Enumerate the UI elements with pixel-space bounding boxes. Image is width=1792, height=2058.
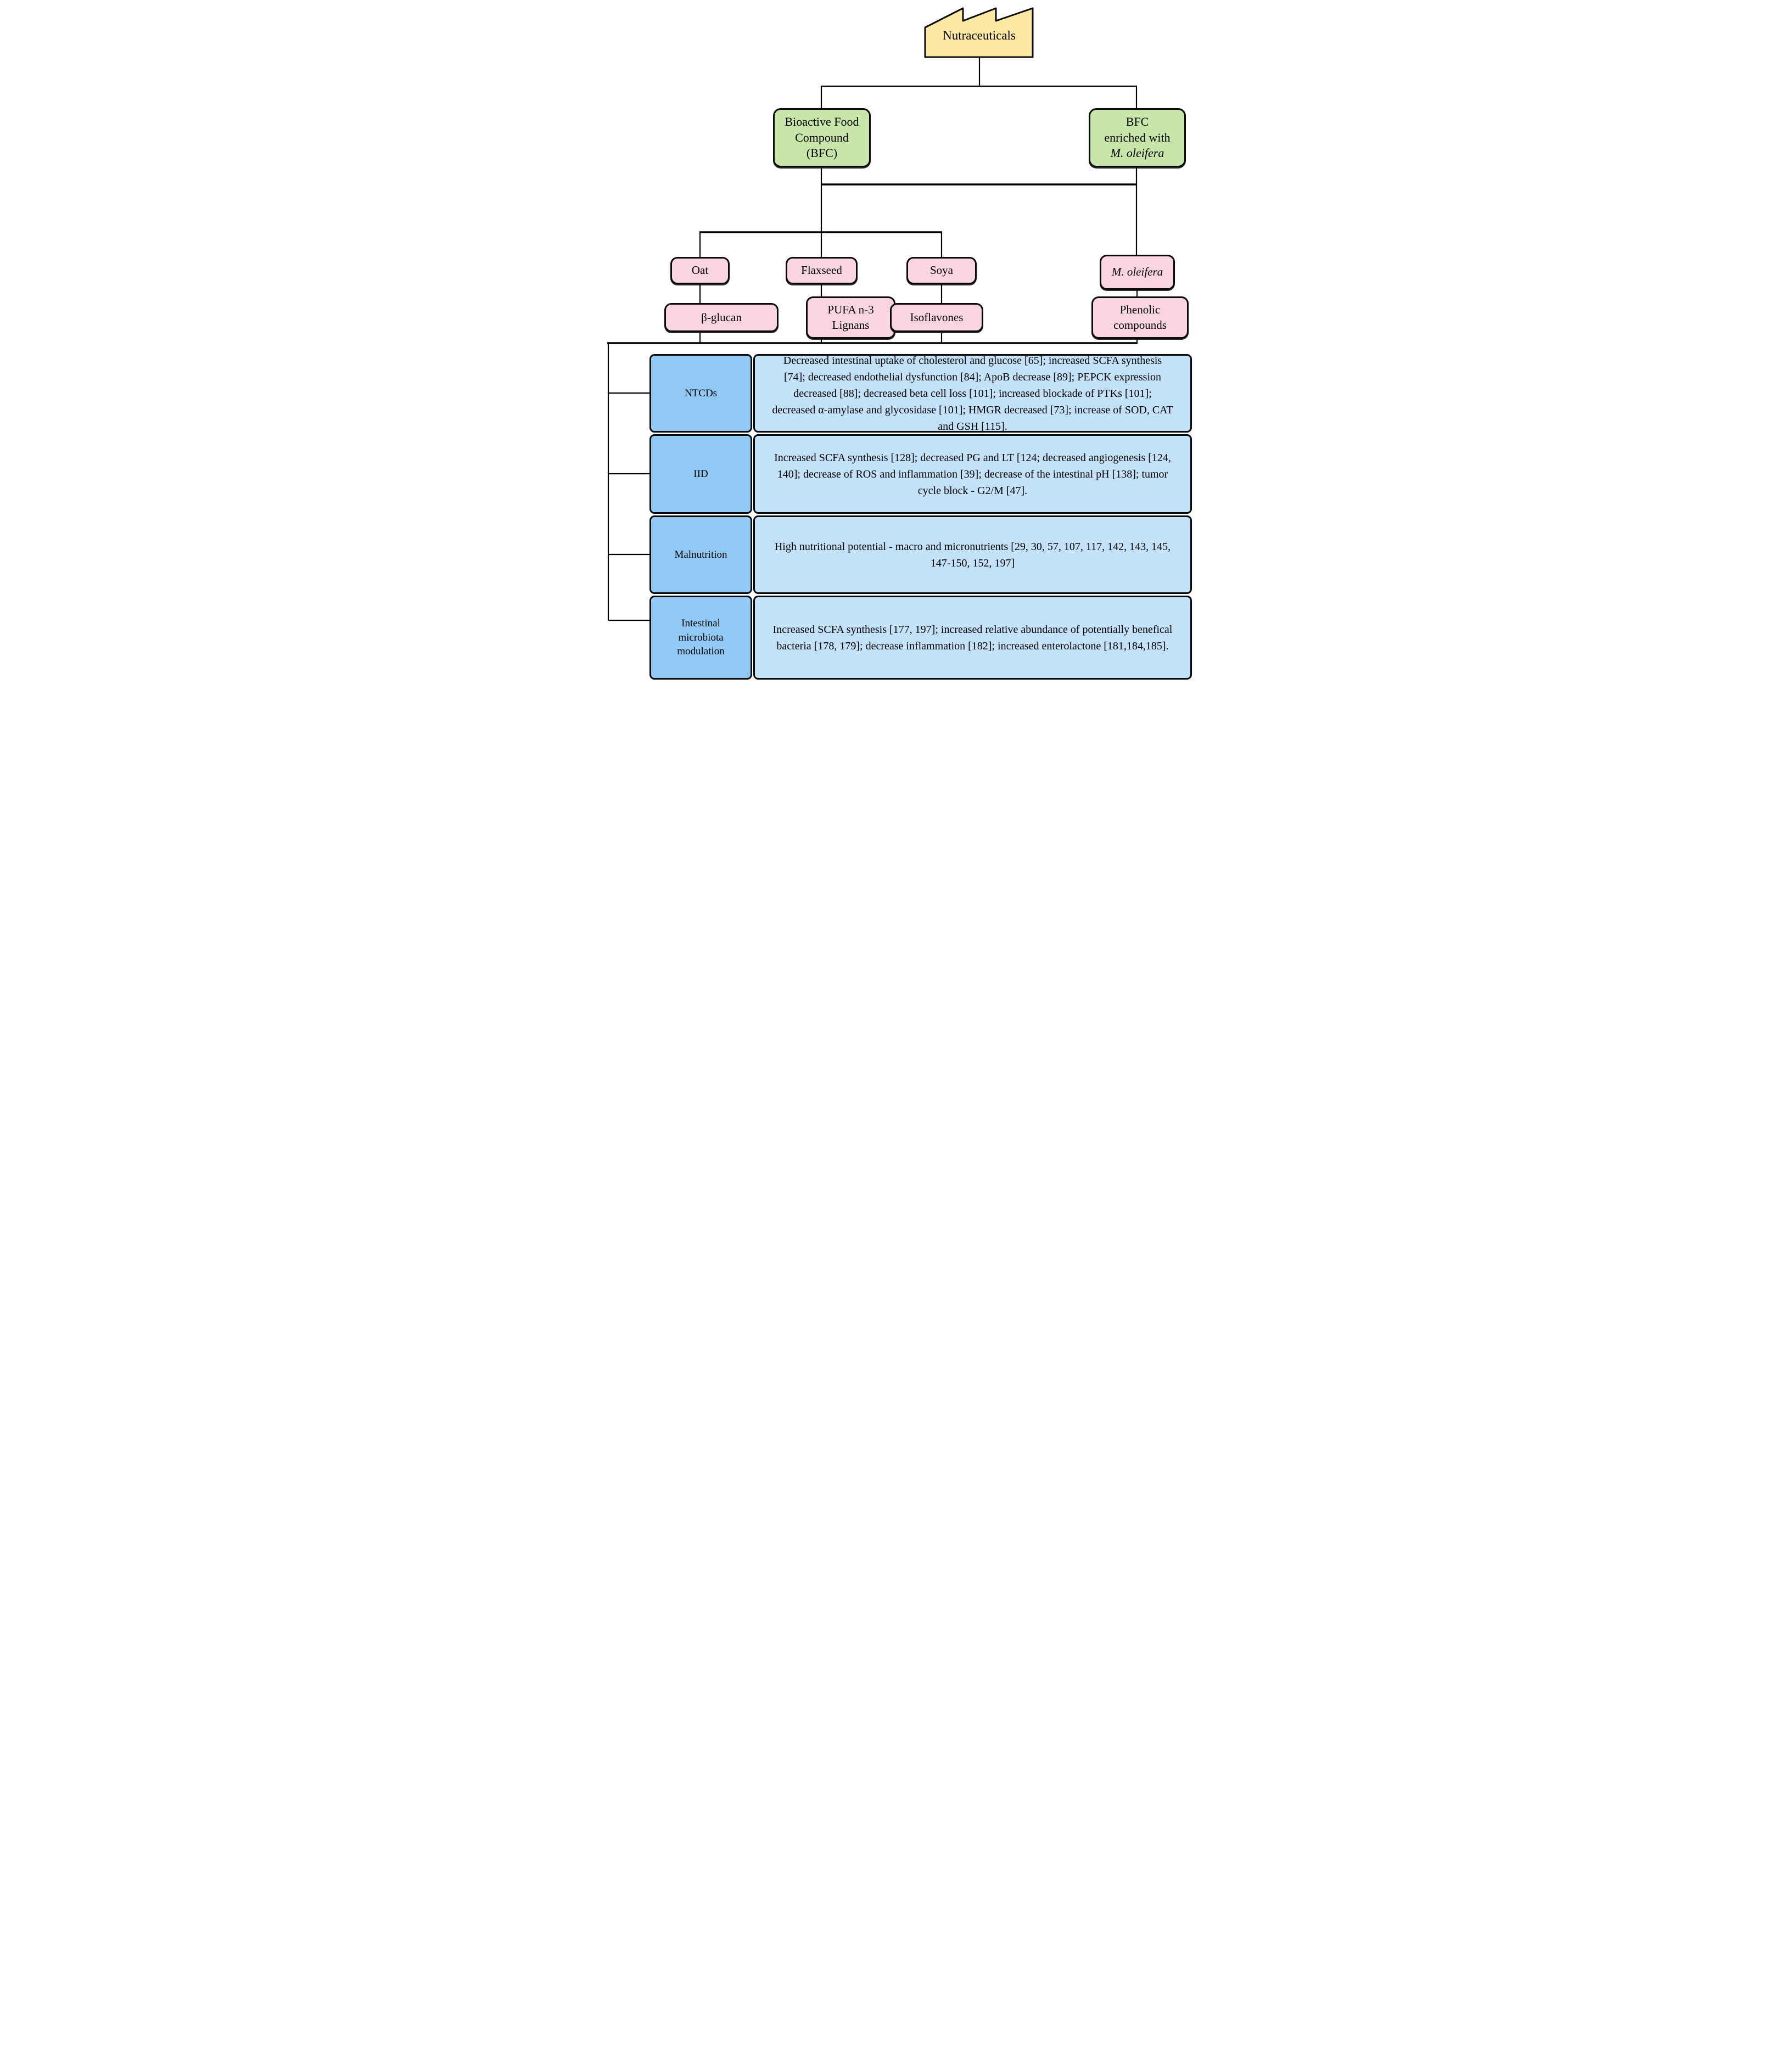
node-phenolic-line: Phenolic bbox=[1119, 303, 1161, 317]
node-beta-glucan: β-glucan bbox=[664, 303, 779, 332]
row-body-ntcds: Decreased intestinal uptake of cholester… bbox=[753, 354, 1192, 433]
node-m-oleifera-label: M. oleifera bbox=[1111, 265, 1163, 279]
flowchart-page: Nutraceuticals Bioactive Food Compound (… bbox=[597, 0, 1195, 686]
node-pufa-line: PUFA n-3 bbox=[827, 303, 874, 317]
node-pufa-lignans: PUFA n-3 Lignans bbox=[806, 296, 895, 339]
node-isoflavones: Isoflavones bbox=[890, 303, 983, 332]
row-label-iid: IID bbox=[649, 434, 752, 514]
node-oat: Oat bbox=[670, 257, 730, 284]
row-body-malnutrition: High nutritional potential - macro and m… bbox=[753, 515, 1192, 594]
node-flaxseed-label: Flaxseed bbox=[801, 263, 842, 277]
node-nutraceuticals-label: Nutraceuticals bbox=[943, 29, 1016, 42]
node-bfc-enriched: BFC enriched with M. oleifera bbox=[1089, 108, 1186, 167]
node-bioactive-food-compound: Bioactive Food Compound (BFC) bbox=[773, 108, 871, 167]
node-bfc-enriched-line: BFC bbox=[1125, 115, 1149, 129]
row-body-iid: Increased SCFA synthesis [128]; decrease… bbox=[753, 434, 1192, 514]
node-isoflavones-label: Isoflavones bbox=[910, 310, 964, 324]
node-soya-label: Soya bbox=[930, 263, 953, 277]
node-soya: Soya bbox=[906, 257, 977, 284]
node-pufa-line: Lignans bbox=[832, 318, 870, 332]
node-bfc-line: (BFC) bbox=[806, 146, 838, 160]
node-oat-label: Oat bbox=[691, 263, 709, 277]
row-label-intestinal-microbiota: Intestinal microbiota modulation bbox=[649, 596, 752, 680]
node-beta-glucan-label: β-glucan bbox=[701, 310, 742, 324]
connector-lines bbox=[607, 7, 1138, 621]
node-bfc-enriched-species: M. oleifera bbox=[1110, 146, 1164, 160]
node-flaxseed: Flaxseed bbox=[786, 257, 858, 284]
row-body-intestinal-microbiota: Increased SCFA synthesis [177, 197]; inc… bbox=[753, 596, 1192, 680]
node-m-oleifera: M. oleifera bbox=[1100, 255, 1175, 290]
factory-shape bbox=[924, 7, 1034, 58]
node-phenolic-line: compounds bbox=[1113, 318, 1167, 332]
node-bfc-line: Bioactive Food bbox=[785, 115, 859, 129]
row-label-malnutrition: Malnutrition bbox=[649, 515, 752, 594]
row-label-ntcds: NTCDs bbox=[649, 354, 752, 433]
node-bfc-line: Compound bbox=[795, 130, 849, 144]
node-bfc-enriched-line: enriched with bbox=[1104, 130, 1171, 144]
node-phenolic-compounds: Phenolic compounds bbox=[1091, 296, 1189, 339]
